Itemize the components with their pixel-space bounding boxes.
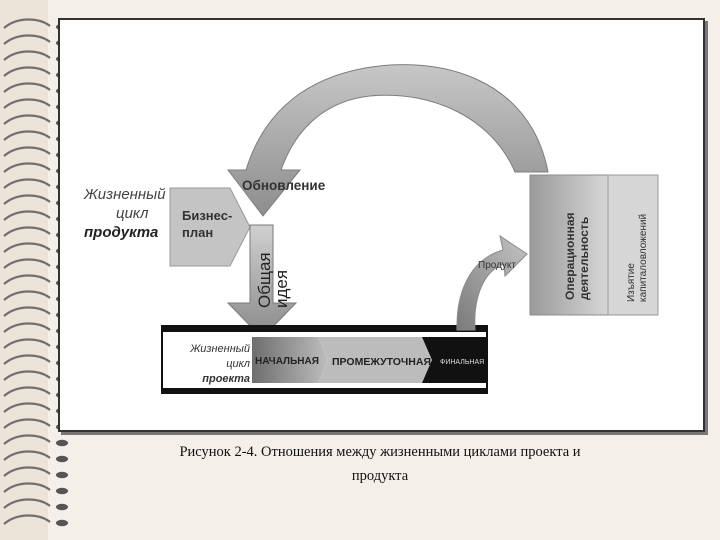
operational-activity-line1: Операционная [563, 212, 577, 300]
spiral-ring [3, 210, 51, 221]
business-plan-arrow [169, 187, 251, 267]
figure-caption: Рисунок 2-4. Отношения между жизненными … [70, 440, 690, 488]
spiral-hole [56, 455, 68, 463]
spiral-ring [3, 178, 51, 189]
business-plan-line2: план [182, 225, 214, 240]
diagram-card: Жизненный цикл продукта Обновление Бизне… [58, 18, 705, 432]
spiral-ring [3, 194, 51, 205]
spiral-ring [3, 338, 51, 349]
project-lifecycle-line2: проекта [202, 373, 250, 385]
spiral-ring [3, 306, 51, 317]
spiral-hole [56, 439, 68, 447]
spiral-ring [3, 114, 51, 125]
spiral-ring [3, 274, 51, 285]
spiral-hole [56, 471, 68, 479]
spiral-ring [3, 386, 51, 397]
spiral-ring [3, 226, 51, 237]
spiral-ring [3, 450, 51, 461]
spiral-hole [56, 519, 68, 527]
phase-final-shape [422, 337, 487, 383]
caption-line1: Рисунок 2-4. Отношения между жизненными … [179, 444, 581, 460]
spiral-ring [3, 290, 51, 301]
spiral-ring [3, 242, 51, 253]
spiral-ring [3, 34, 51, 45]
product-lifecycle-line1: Жизненный [84, 186, 166, 203]
product-curved-arrow [456, 234, 528, 331]
spiral-ring [3, 18, 51, 29]
spiral-ring [3, 258, 51, 269]
spiral-ring [3, 354, 51, 365]
spiral-ring [3, 402, 51, 413]
spiral-ring [3, 162, 51, 173]
spiral-ring [3, 66, 51, 77]
capital-withdrawal-label: Изъятие капиталовложений [626, 214, 650, 302]
spiral-ring [3, 98, 51, 109]
renewal-label: Обновление [242, 178, 326, 193]
spiral-ring [3, 130, 51, 141]
spiral-ring [3, 322, 51, 333]
product-label: Продукт [478, 260, 516, 271]
phase-initial-shape [252, 337, 328, 383]
spiral-ring [3, 82, 51, 93]
spiral-ring [3, 482, 51, 493]
project-bar-bottom-stripe [162, 388, 487, 393]
project-bar-top-stripe [162, 326, 487, 332]
product-lifecycle-label: Жизненный цикл продукта [84, 185, 179, 242]
renewal-arc-arrow [226, 64, 549, 217]
product-lifecycle-line2: цикл [116, 205, 149, 222]
project-lifecycle-label: Жизненный цикл проекта [164, 342, 250, 387]
project-lifecycle-line1: Жизненный цикл [190, 343, 250, 370]
diagram-graphic [161, 64, 659, 394]
spiral-ring [3, 146, 51, 157]
product-lifecycle-line3: продукта [84, 224, 159, 241]
spiral-ring [3, 418, 51, 429]
phase-intermediate-shape [318, 337, 432, 383]
general-idea-line1: Общая [255, 252, 274, 308]
business-plan-label: Бизнес- план [182, 207, 242, 241]
general-idea-line2: идея [272, 269, 291, 308]
operational-activity-block [529, 174, 609, 316]
spiral-ring [3, 370, 51, 381]
spiral-hole [56, 487, 68, 495]
business-plan-line1: Бизнес- [182, 208, 233, 223]
spiral-ring [3, 498, 51, 509]
phase-intermediate-label: ПРОМЕЖУТОЧНАЯ [332, 356, 432, 368]
operational-activity-line2: деятельность [577, 216, 591, 300]
capital-withdrawal-line1: Изъятие [626, 263, 637, 302]
phase-final-label: ФИНАЛЬНАЯ [440, 359, 485, 366]
phase-initial-label: НАЧАЛЬНАЯ [255, 356, 319, 367]
caption-line2: продукта [351, 468, 409, 484]
spiral-ring [3, 50, 51, 61]
operational-activity-label: Операционная деятельность [563, 212, 591, 300]
general-idea-arrow [226, 224, 298, 339]
spiral-ring [3, 466, 51, 477]
spiral-hole [56, 503, 68, 511]
capital-withdrawal-arrow [607, 174, 659, 316]
spiral-ring [3, 434, 51, 445]
capital-withdrawal-line2: капиталовложений [638, 213, 649, 302]
spiral-ring [3, 514, 51, 525]
general-idea-label: Общая идея [255, 252, 291, 308]
